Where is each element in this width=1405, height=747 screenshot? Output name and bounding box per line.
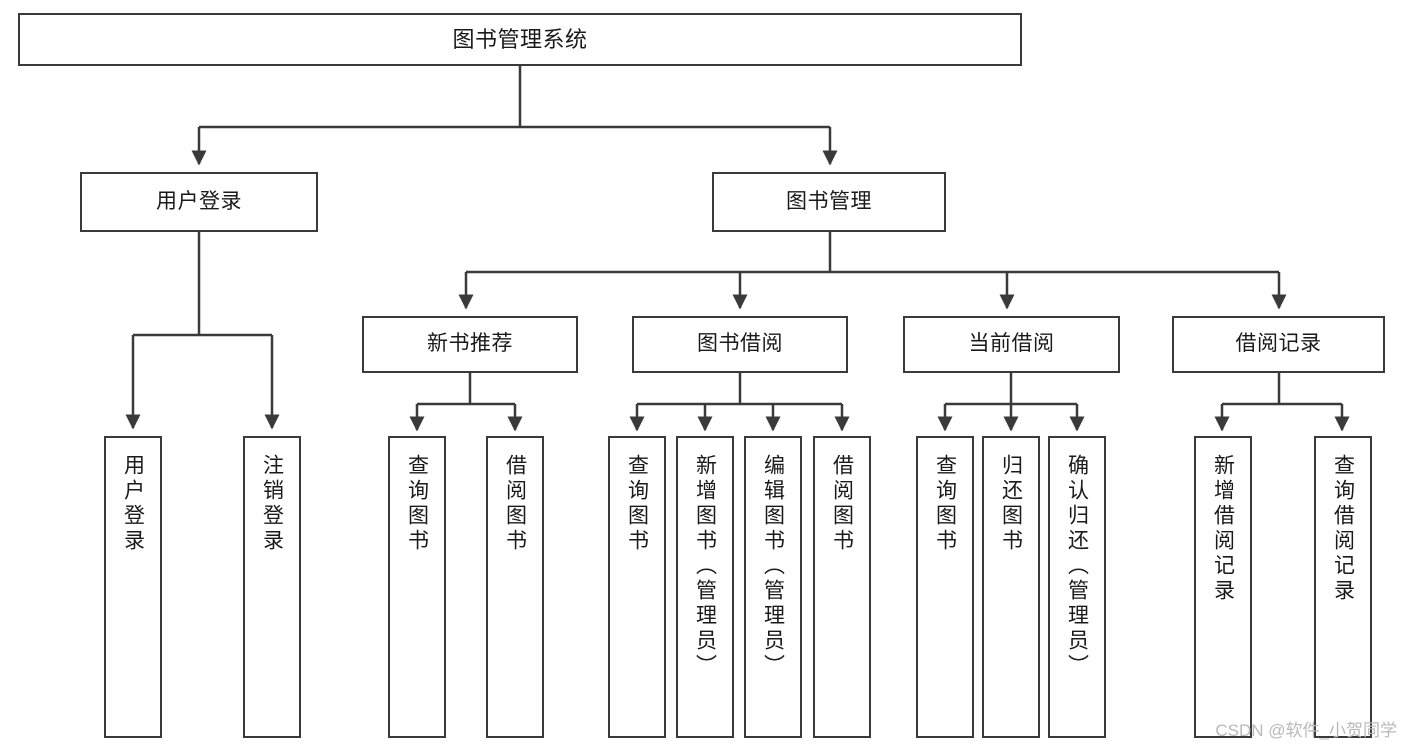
node-current-borrow[interactable]: 当前借阅 [903,316,1120,373]
node-leaf-return-book[interactable]: 归还图书 [982,436,1040,738]
node-root-system-label: 图书管理系统 [452,26,588,52]
node-book-manage[interactable]: 图书管理 [712,172,946,232]
node-leaf-edit-book-label: 编辑图书（管理员） [761,454,785,679]
node-leaf-confirm-return-label: 确认归还（管理员） [1065,454,1089,679]
node-leaf-user-logout-label: 注销登录 [260,454,284,554]
node-book-borrow-label: 图书借阅 [697,332,783,356]
node-borrow-record[interactable]: 借阅记录 [1172,316,1385,373]
node-leaf-add-book[interactable]: 新增图书（管理员） [676,436,734,738]
node-leaf-user-logout[interactable]: 注销登录 [243,436,301,738]
node-leaf-query-book-current-label: 查询图书 [933,454,957,554]
node-borrow-record-label: 借阅记录 [1235,332,1322,356]
node-current-borrow-label: 当前借阅 [968,332,1055,356]
node-leaf-query-borrow-record-label: 查询借阅记录 [1331,454,1355,604]
node-leaf-borrow-book-rec-label: 借阅图书 [503,454,527,554]
node-leaf-user-login-label: 用户登录 [121,454,145,554]
node-leaf-return-book-label: 归还图书 [999,454,1023,554]
node-leaf-borrow-book-rec[interactable]: 借阅图书 [486,436,544,738]
node-leaf-add-borrow-record-label: 新增借阅记录 [1211,454,1235,604]
node-leaf-query-book-borrow-label: 查询图书 [625,454,649,554]
node-leaf-borrow-book[interactable]: 借阅图书 [813,436,871,738]
node-leaf-query-book-current[interactable]: 查询图书 [916,436,974,738]
csdn-watermark: CSDN @软件_小贺同学 [1215,721,1397,740]
node-leaf-borrow-book-label: 借阅图书 [830,454,854,554]
node-leaf-user-login[interactable]: 用户登录 [104,436,162,738]
node-leaf-add-borrow-record[interactable]: 新增借阅记录 [1194,436,1252,738]
node-user-login[interactable]: 用户登录 [80,172,318,232]
node-new-book-recommend-label: 新书推荐 [427,332,513,356]
node-book-borrow[interactable]: 图书借阅 [632,316,848,373]
node-leaf-query-book-borrow[interactable]: 查询图书 [608,436,666,738]
node-leaf-query-book-rec[interactable]: 查询图书 [388,436,446,738]
node-book-manage-label: 图书管理 [786,189,872,213]
node-leaf-query-book-rec-label: 查询图书 [405,454,429,554]
node-leaf-edit-book[interactable]: 编辑图书（管理员） [744,436,802,738]
node-root-system[interactable]: 图书管理系统 [18,13,1022,66]
node-leaf-add-book-label: 新增图书（管理员） [693,454,717,679]
node-leaf-query-borrow-record[interactable]: 查询借阅记录 [1314,436,1372,738]
node-leaf-confirm-return[interactable]: 确认归还（管理员） [1048,436,1106,738]
node-user-login-label: 用户登录 [156,189,242,213]
node-new-book-recommend[interactable]: 新书推荐 [362,316,578,373]
